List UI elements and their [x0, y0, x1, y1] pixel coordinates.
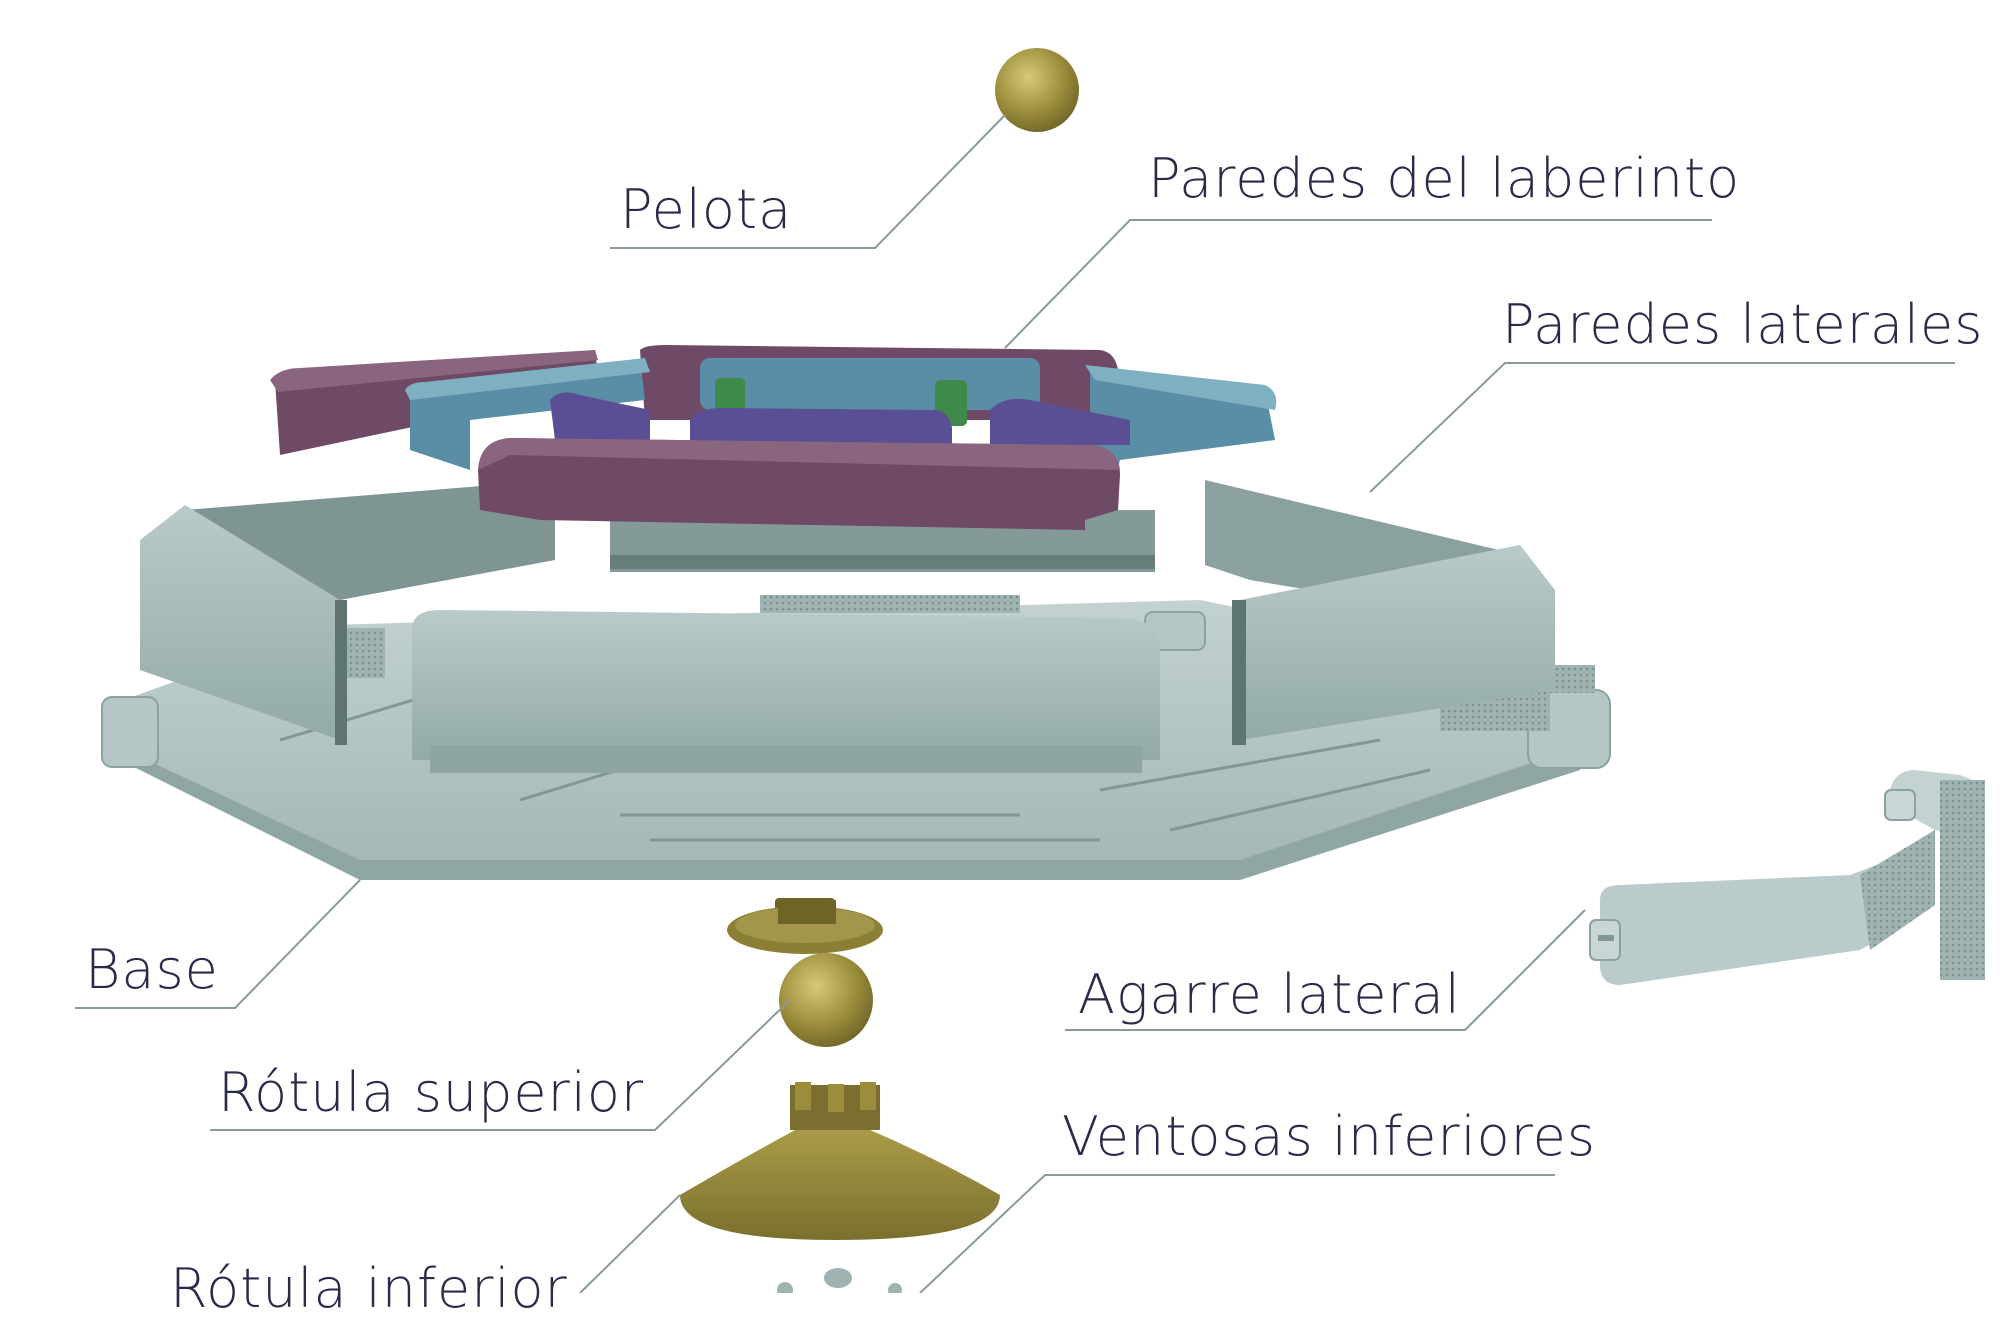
exploded-view-diagram: Pelota Paredes del laberinto Paredes lat…: [75, 48, 1985, 1316]
suction-cup: [680, 1082, 1000, 1240]
leader-ventosas-inferiores: [919, 1174, 1555, 1293]
leader-pelota: [610, 114, 1006, 249]
upper-ball-joint: [727, 898, 883, 1047]
leader-base: [75, 879, 361, 1009]
leader-rotula-superior: [210, 999, 791, 1131]
leader-agarre-lateral: [1065, 909, 1586, 1031]
label-agarre-lateral: Agarre lateral: [1078, 963, 1461, 1026]
ball: [995, 48, 1079, 132]
leader-paredes-laterales: [1369, 362, 1955, 493]
maze-walls: [270, 345, 1277, 530]
label-ventosas-inferiores: Ventosas inferiores: [1062, 1105, 1597, 1168]
label-paredes-laberinto: Paredes del laberinto: [1148, 147, 1741, 210]
label-rotula-superior: Rótula superior: [218, 1061, 645, 1124]
side-walls: [140, 480, 1555, 773]
diagram-artwork: [75, 48, 1985, 1293]
side-grip: [1589, 770, 1985, 985]
leader-rotula-inferior: [579, 1194, 681, 1293]
small-screws: [777, 1268, 902, 1293]
label-pelota: Pelota: [620, 178, 793, 241]
label-paredes-laterales: Paredes laterales: [1502, 293, 1984, 356]
label-rotula-inferior: Rótula inferior: [170, 1257, 568, 1320]
label-base: Base: [85, 938, 219, 1001]
leader-lines: [75, 114, 1955, 1293]
leader-paredes-laberinto: [1004, 219, 1712, 349]
